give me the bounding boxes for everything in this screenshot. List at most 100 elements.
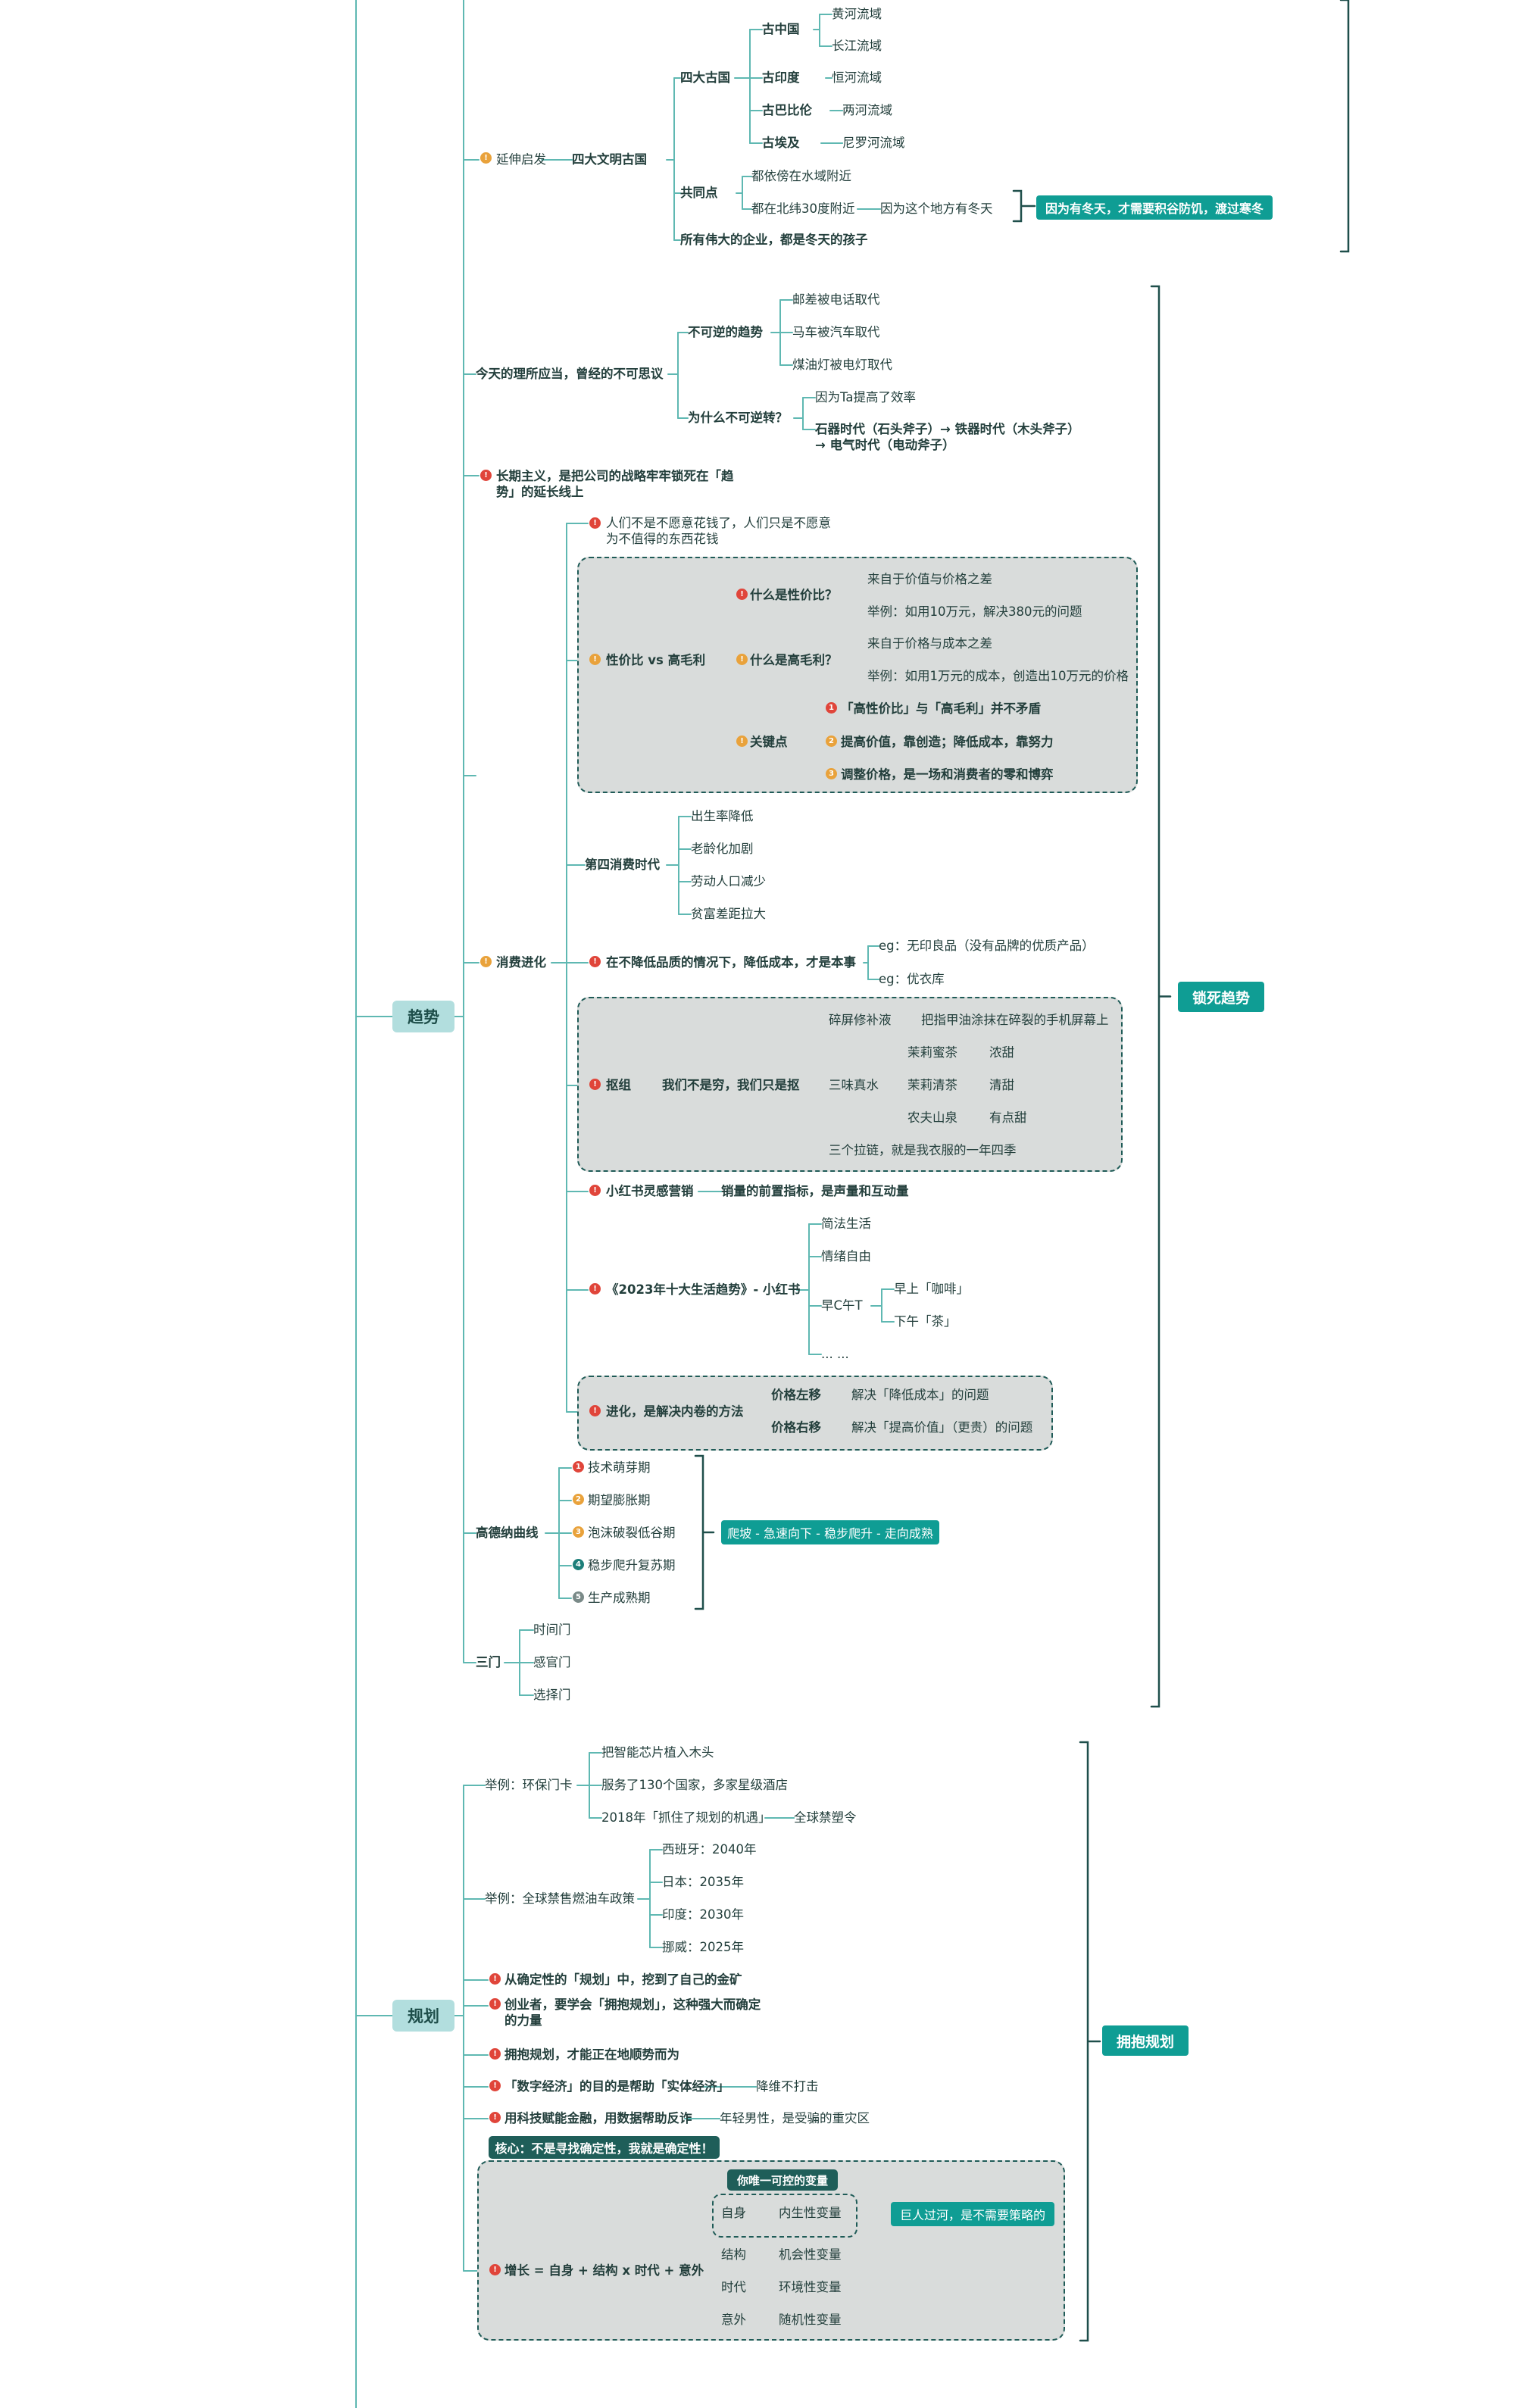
node-label[interactable]: 情绪自由 <box>821 1249 871 1263</box>
node-label[interactable]: 关键点 <box>750 735 788 749</box>
node-label[interactable]: 举例：环保门卡 <box>485 1778 573 1792</box>
node-label[interactable]: 都在北纬30度附近 <box>751 201 855 216</box>
node-label[interactable]: 出生率降低 <box>691 809 754 823</box>
node-label[interactable]: 早上「咖啡」 <box>894 1282 969 1296</box>
node-label[interactable]: 环境性变量 <box>779 2280 842 2294</box>
node-label[interactable]: 印度：2030年 <box>662 1907 744 1922</box>
node-label[interactable]: 调整价格，是一场和消费者的零和博弈 <box>841 767 1054 782</box>
node-label[interactable]: 三味真水 <box>829 1078 879 1092</box>
node-label[interactable]: 全球禁塑令 <box>794 1810 857 1825</box>
node-label[interactable]: 三门 <box>476 1655 501 1669</box>
node-label[interactable]: 增长 = 自身 + 结构 x 时代 + 意外 <box>504 2263 704 2278</box>
node-label[interactable]: 长江流域 <box>832 39 882 53</box>
node-label[interactable]: 「高性价比」与「高毛利」并不矛盾 <box>841 701 1041 716</box>
node-label[interactable]: 「数字经济」的目的是帮助「实体经济」 <box>504 2079 729 2094</box>
node-label[interactable]: 农夫山泉 <box>907 1110 957 1125</box>
node-label[interactable]: 举例：如用1万元的成本，创造出10万元的价格 <box>867 669 1129 683</box>
node-label[interactable]: 举例：如用10万元，解决380元的问题 <box>867 604 1082 619</box>
node-label[interactable]: 稳步爬升复苏期 <box>588 1558 676 1573</box>
node-label[interactable]: 性价比 vs 高毛利 <box>606 653 706 667</box>
node-label[interactable]: 泡沫破裂低谷期 <box>588 1526 676 1540</box>
node-label[interactable]: 在不降低品质的情况下，降低成本，才是本事 <box>606 955 856 970</box>
node-label[interactable]: 内生性变量 <box>779 2206 842 2220</box>
node-label[interactable]: 有点甜 <box>989 1110 1027 1125</box>
node-label[interactable]: 贫富差距拉大 <box>691 907 766 921</box>
node-label[interactable]: 进化，是解决内卷的方法 <box>606 1404 744 1419</box>
node-label[interactable]: 日本：2035年 <box>662 1875 744 1889</box>
node-label[interactable]: 所有伟大的企业，都是冬天的孩子 <box>680 233 868 247</box>
node-label[interactable]: 时代 <box>721 2280 746 2294</box>
node-label[interactable]: 年轻男性，是受骗的重灾区 <box>720 2111 870 2125</box>
node-label[interactable]: 期望膨胀期 <box>588 1493 651 1507</box>
node-label[interactable]: 共同点 <box>680 186 718 200</box>
node-label[interactable]: 简法生活 <box>821 1216 871 1231</box>
node-label[interactable]: ... ... <box>821 1347 849 1361</box>
node-label[interactable]: 技术萌芽期 <box>588 1460 651 1475</box>
node-label[interactable]: 从确定性的「规划」中，挖到了自己的金矿 <box>504 1972 742 1987</box>
node-label[interactable]: 石器时代（石头斧子）→ 铁器时代（木头斧子）→ 电气时代（电动斧子） <box>815 422 1080 452</box>
node-label[interactable]: 人们不是不愿意花钱了，人们只是不愿意为不值得的东西花钱 <box>606 516 831 546</box>
node-label[interactable]: 今天的理所应当，曾经的不可思议 <box>476 367 664 381</box>
node-label[interactable]: 2018年「抓住了规划的机遇」 <box>601 1810 771 1825</box>
node-label[interactable]: 西班牙：2040年 <box>662 1842 757 1857</box>
node-label[interactable]: 抠组 <box>606 1078 631 1092</box>
node-label[interactable]: 降维不打击 <box>756 2079 819 2094</box>
node-label[interactable]: 解决「提高价值」（更贵）的问题 <box>851 1420 1033 1435</box>
node-label[interactable]: 黄河流域 <box>832 7 882 21</box>
node-label[interactable]: 用科技赋能金融，用数据帮助反诈 <box>504 2111 692 2125</box>
node-label[interactable]: 什么是高毛利？ <box>750 653 838 667</box>
node-label[interactable]: 下午「茶」 <box>894 1314 957 1329</box>
node-label[interactable]: 创业者，要学会「拥抱规划」，这种强大而确定的力量 <box>504 1997 761 2028</box>
node-label[interactable]: 来自于价值与价格之差 <box>867 572 992 586</box>
node-label[interactable]: 四大古国 <box>680 70 730 85</box>
node-label[interactable]: 因为这个地方有冬天 <box>880 201 993 216</box>
node-label[interactable]: 劳动人口减少 <box>691 874 766 889</box>
node-label[interactable]: 机会性变量 <box>779 2247 842 2262</box>
node-label[interactable]: 《2023年十大生活趋势》- 小红书 <box>606 1282 801 1297</box>
node-label[interactable]: 挪威：2025年 <box>662 1940 744 1954</box>
node-label[interactable]: 感官门 <box>533 1655 571 1669</box>
node-label[interactable]: 古巴比伦 <box>762 103 812 117</box>
node-label[interactable]: 自身 <box>721 2206 746 2220</box>
node-label[interactable]: 我们不是穷，我们只是抠 <box>662 1078 800 1092</box>
node-label[interactable]: 邮差被电话取代 <box>792 292 880 307</box>
node-label[interactable]: eg：无印良品（没有品牌的优质产品） <box>879 939 1095 953</box>
node-label[interactable]: 尼罗河流域 <box>842 136 905 150</box>
node-label[interactable]: 恒河流域 <box>832 70 882 85</box>
node-label[interactable]: 茉莉蜜茶 <box>907 1045 957 1060</box>
node-label[interactable]: 古埃及 <box>762 136 800 150</box>
node-label[interactable]: 小红书灵感营销 <box>606 1184 694 1198</box>
node-label[interactable]: 清甜 <box>989 1078 1014 1092</box>
topic-plan[interactable]: 规划 <box>392 2000 454 2032</box>
node-label[interactable]: 两河流域 <box>842 103 892 117</box>
node-label[interactable]: 三个拉链，就是我衣服的一年四季 <box>829 1143 1017 1157</box>
node-label[interactable]: 因为Ta提高了效率 <box>815 390 916 404</box>
node-label[interactable]: eg：优衣库 <box>879 972 945 986</box>
node-label[interactable]: 古印度 <box>762 70 800 85</box>
node-label[interactable]: 马车被汽车取代 <box>792 325 880 339</box>
node-label[interactable]: 老龄化加剧 <box>691 842 754 856</box>
node-label[interactable]: 煤油灯被电灯取代 <box>792 358 892 372</box>
node-label[interactable]: 延伸启发 <box>496 152 546 167</box>
node-label[interactable]: 把智能芯片植入木头 <box>601 1745 714 1760</box>
topic-trend[interactable]: 趋势 <box>392 1001 454 1032</box>
node-label[interactable]: 价格左移 <box>771 1388 821 1402</box>
node-label[interactable]: 时间门 <box>533 1623 571 1637</box>
node-label[interactable]: 消费进化 <box>496 955 546 970</box>
node-label[interactable]: 销量的前置指标，是声量和互动量 <box>721 1184 909 1198</box>
node-label[interactable]: 选择门 <box>533 1688 571 1702</box>
node-label[interactable]: 把指甲油涂抹在碎裂的手机屏幕上 <box>921 1013 1109 1027</box>
node-label[interactable]: 提高价值，靠创造；降低成本，靠努力 <box>841 735 1054 749</box>
node-label[interactable]: 长期主义，是把公司的战略牢牢锁死在「趋势」的延长线上 <box>496 469 734 499</box>
node-label[interactable]: 来自于价格与成本之差 <box>867 636 992 651</box>
node-label[interactable]: 结构 <box>721 2247 746 2262</box>
node-label[interactable]: 碎屏修补液 <box>829 1013 892 1027</box>
node-label[interactable]: 四大文明古国 <box>572 152 647 167</box>
node-label[interactable]: 不可逆的趋势 <box>688 325 763 339</box>
node-label[interactable]: 生产成熟期 <box>588 1591 651 1605</box>
node-label[interactable]: 浓甜 <box>989 1045 1014 1060</box>
node-label[interactable]: 高德纳曲线 <box>476 1526 539 1540</box>
node-label[interactable]: 意外 <box>721 2313 746 2327</box>
node-label[interactable]: 服务了130个国家，多家星级酒店 <box>601 1778 788 1792</box>
node-label[interactable]: 早C午T <box>821 1298 863 1313</box>
